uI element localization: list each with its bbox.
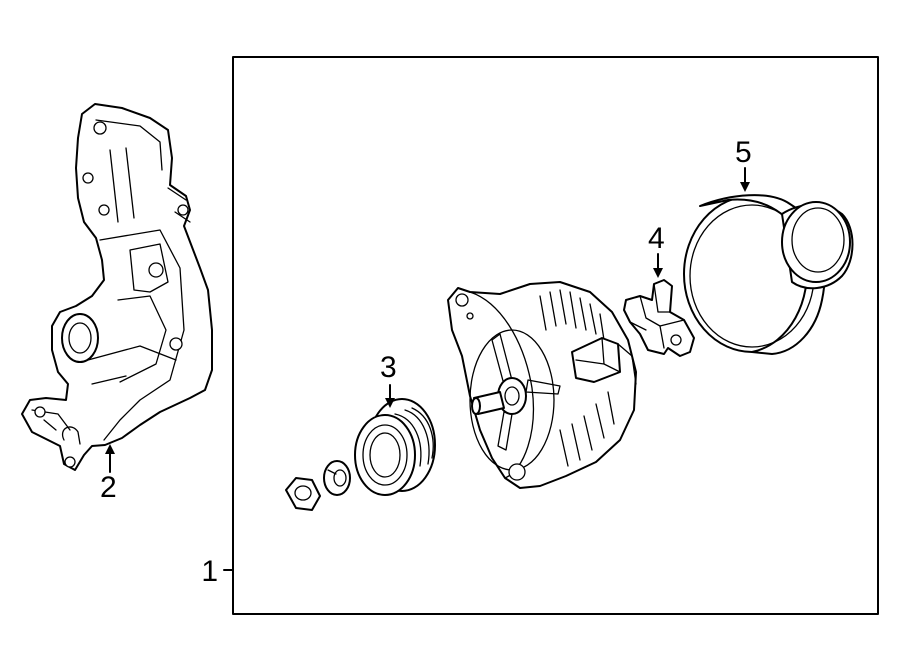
rear-cover: [683, 194, 854, 355]
mounting-bracket: [21, 103, 213, 471]
voltage-regulator: [623, 279, 695, 357]
callout-4-label: 4: [648, 222, 665, 255]
assembly-frame: [232, 56, 879, 615]
callout-3-arrowhead: [385, 398, 395, 408]
callout-3-label: 3: [380, 351, 397, 384]
callout-5-label: 5: [735, 136, 752, 169]
callout-1-label: 1: [201, 555, 218, 588]
callout-2-label: 2: [100, 471, 117, 504]
nut: [285, 477, 321, 511]
callout-4-arrowhead: [653, 268, 663, 278]
callout-2-arrowhead: [105, 444, 115, 454]
lock-washer: [323, 460, 351, 496]
callout-5-arrowhead: [740, 182, 750, 192]
alternator: [447, 281, 637, 489]
pulley: [354, 398, 436, 496]
